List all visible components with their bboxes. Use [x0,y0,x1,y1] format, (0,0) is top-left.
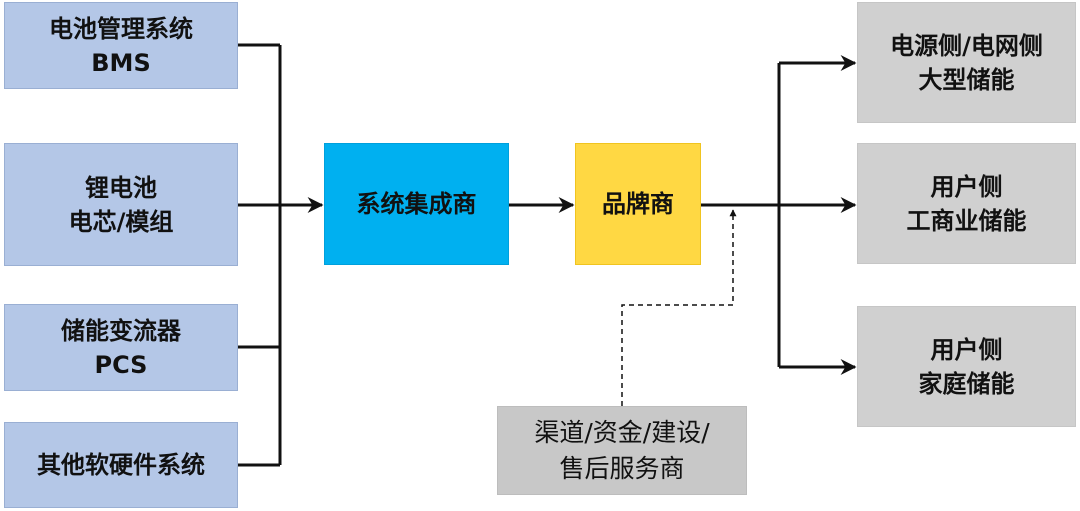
other-line1: 其他软硬件系统 [37,451,205,479]
cell-line2: 电芯/模组 [68,207,174,236]
grid-line2: 大型储能 [918,65,1015,94]
bms-line2: BMS [91,48,151,77]
home-line1: 用户侧 [930,335,1003,364]
grid-line1: 电源侧/电网侧 [890,31,1043,60]
home-storage-box: 用户侧 家庭储能 [857,306,1076,427]
commercial-line1: 用户侧 [930,172,1003,201]
cell-line1: 锂电池 [85,173,157,202]
services-line1: 渠道/资金/建设/ [534,417,710,447]
commercial-line2: 工商业储能 [906,206,1027,235]
commercial-storage-box: 用户侧 工商业储能 [857,143,1076,264]
cell-box: 锂电池 电芯/模组 [4,143,238,266]
services-dashed-line [621,209,737,406]
services-line2: 售后服务商 [559,453,685,483]
brand-label: 品牌商 [602,190,674,218]
integrator-box: 系统集成商 [324,143,509,265]
brand-box: 品牌商 [575,143,701,265]
bms-box: 电池管理系统 BMS [4,2,238,89]
pcs-line1: 储能变流器 [61,316,181,345]
services-box: 渠道/资金/建设/ 售后服务商 [497,406,747,495]
bms-line1: 电池管理系统 [49,14,193,43]
grid-storage-box: 电源侧/电网侧 大型储能 [857,2,1076,123]
pcs-box: 储能变流器 PCS [4,304,238,391]
other-box: 其他软硬件系统 [4,422,238,508]
home-line2: 家庭储能 [918,369,1015,398]
pcs-line2: PCS [94,350,148,379]
integrator-label: 系统集成商 [356,190,477,218]
